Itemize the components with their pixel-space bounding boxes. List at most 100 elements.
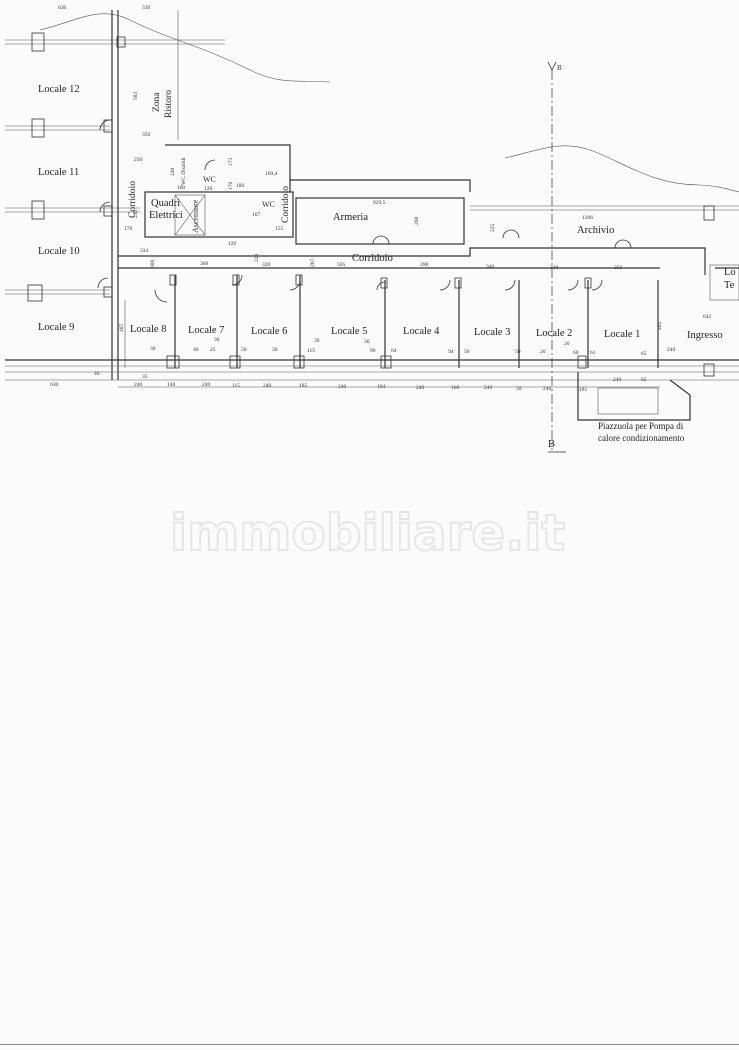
dim: 30 (364, 339, 370, 345)
dim: 50 (241, 347, 247, 353)
dim: 220 (254, 254, 260, 263)
dim: 240 (416, 385, 425, 391)
dim: 240 (543, 386, 552, 392)
room-label-locale-7: Locale 7 (188, 325, 224, 336)
dim: 225 (490, 224, 496, 233)
dim: 240 (338, 384, 347, 390)
terrain-line-top (39, 13, 331, 83)
dim: 267 (310, 259, 316, 268)
room-label-ascensore: Ascensore (191, 199, 200, 233)
dim: 240 (667, 347, 676, 353)
dim: 94 (448, 349, 454, 355)
room-label-locale-2: Locale 2 (536, 328, 572, 339)
dim: 40 (94, 371, 100, 377)
dim: 56 (464, 349, 470, 355)
dim: 50 (516, 386, 522, 392)
dim: 360 (200, 261, 209, 267)
dim: 398 (420, 262, 429, 268)
dim: 235 (133, 210, 139, 219)
dim: 170 (228, 182, 234, 191)
room-label-zona: Zona (152, 92, 162, 112)
room-label-partial-lo: Lo (724, 267, 736, 278)
room-label-locale-6: Locale 6 (251, 326, 287, 337)
room-label-locale-12: Locale 12 (38, 84, 80, 95)
room-label-partial-te: Te (724, 280, 735, 291)
room-label-corridoio: Corridoio (352, 253, 393, 264)
room-label-elettrici: Elettrici (149, 210, 183, 221)
dim: 505 (337, 262, 346, 268)
room-label-ingresso: Ingresso (687, 330, 723, 341)
dim: 256 (614, 265, 623, 271)
dim: 65 (641, 377, 647, 383)
room-label-corridoio-vertical-1: Corridoio (128, 181, 138, 218)
annotation-piazzuola-line1: Piazzuola per Pompa di (598, 421, 684, 431)
dim: 107 (252, 212, 261, 218)
facade-lines (5, 359, 739, 388)
dimension-labels: 630 330 583 350 250 240 173 180 120 170 … (50, 5, 712, 393)
dim: 180 (177, 185, 186, 191)
room-label-armeria: Armeria (333, 212, 368, 223)
dim: 20 (564, 341, 570, 347)
watermark-logo: immobiliare.it (170, 503, 566, 563)
dim: 170 (124, 226, 133, 232)
dim: 240 (134, 382, 143, 388)
dim: 630 (58, 5, 67, 11)
dim: 169,4 (265, 171, 278, 177)
door-arcs (97, 119, 632, 303)
dim: 30 (150, 346, 156, 352)
room-label-locale-5: Locale 5 (331, 326, 367, 337)
room-label-locale-8: Locale 8 (130, 324, 166, 335)
room-label-locale-11: Locale 11 (38, 167, 79, 178)
dim: 250 (134, 157, 143, 163)
dim: 185 (299, 383, 308, 389)
room-label-locale-9: Locale 9 (38, 322, 74, 333)
dim: 50 (515, 349, 521, 355)
dim: 35 (142, 374, 148, 380)
dim: 642 (703, 314, 712, 320)
dim: 60 (573, 350, 579, 356)
annotation-piazzuola-line2: calore condizionamento (598, 433, 685, 443)
dim: 120 (204, 186, 213, 192)
dim: 25 (210, 347, 216, 353)
dim: 181 (579, 387, 588, 393)
dim: 330 (142, 5, 151, 11)
dim: 40 (193, 347, 199, 353)
floor-plan: Locale 12 Locale 11 Locale 10 Locale 9 L… (5, 5, 739, 453)
room-label-locale-4: Locale 4 (403, 326, 440, 337)
dim: 115 (232, 383, 240, 389)
dim: 30 (214, 337, 220, 343)
room-label-archivio: Archivio (577, 225, 614, 236)
horizontal-grid-lines (5, 39, 739, 295)
dim: 260 (414, 217, 420, 226)
dim: 240 (202, 382, 211, 388)
watermark-text: immobiliare.it (170, 504, 565, 562)
dim: 929,5 (373, 200, 386, 206)
room-label-wc-disabili: WC Disabili (181, 157, 187, 185)
room-label-ristoro: Ristoro (164, 90, 174, 118)
dim: 140 (167, 382, 176, 388)
dim: 20 (540, 349, 546, 355)
dim: 115 (307, 348, 315, 354)
dim: 583 (133, 92, 139, 101)
dim: 30 (314, 338, 320, 344)
dim: 194 (377, 384, 386, 390)
dim: 61 (590, 350, 596, 356)
dim: 240 (263, 383, 272, 389)
dim: 346 (486, 264, 495, 270)
dim: 340 (550, 265, 559, 271)
dim: 120 (228, 241, 237, 247)
dim: 65 (641, 351, 647, 357)
dim: 407 (119, 324, 125, 333)
dim: 155 (275, 226, 284, 232)
dim: 30 (272, 347, 278, 353)
page-bottom-edge (0, 1044, 739, 1045)
dim: 405 (657, 322, 663, 331)
dim: 173 (228, 158, 234, 167)
dim: 240 (613, 377, 622, 383)
dim: 1266 (582, 215, 593, 221)
dim: 300 (150, 260, 156, 269)
room-label-wc-1: WC (203, 175, 216, 184)
dim: 160 (451, 385, 460, 391)
room-label-locale-10: Locale 10 (38, 246, 80, 257)
section-marker-top: B (557, 64, 562, 72)
